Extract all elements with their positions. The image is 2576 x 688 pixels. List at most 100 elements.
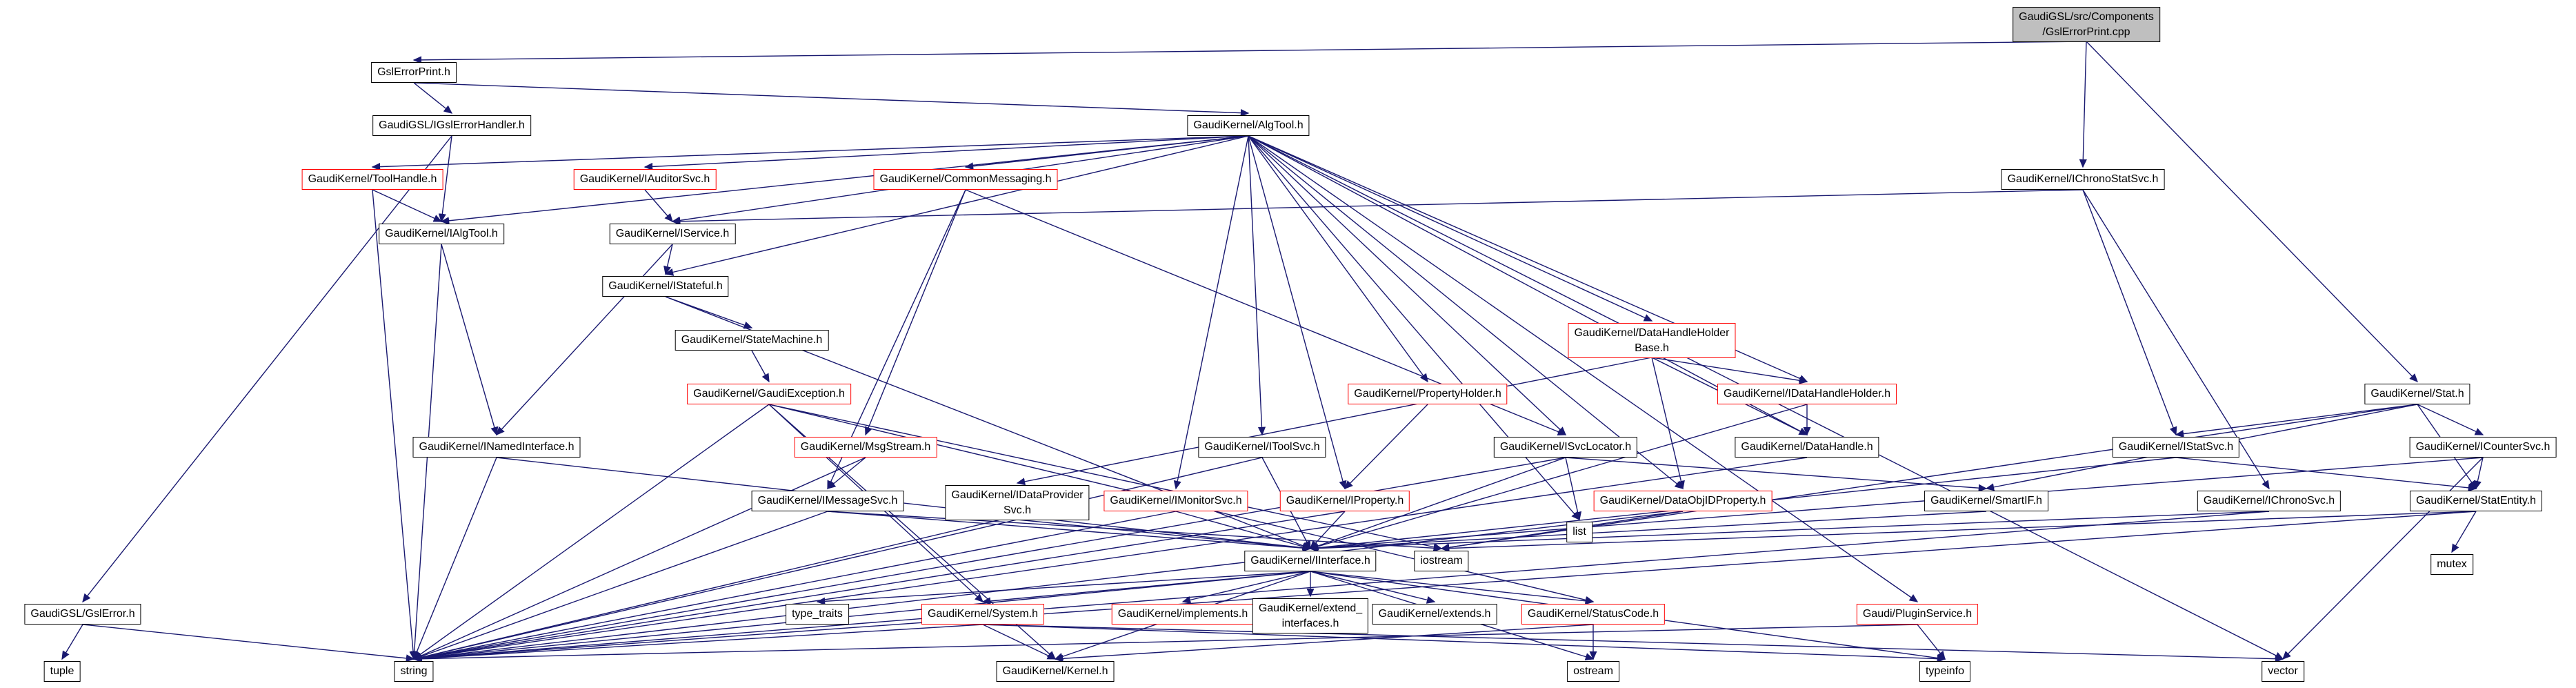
include-edge-cpp-ichronostatsvc [2079, 41, 2087, 168]
graph-node-iinterface[interactable]: GaudiKernel/IInterface.h [1244, 551, 1377, 571]
graph-node-vector[interactable]: vector [2262, 661, 2304, 682]
include-edge-toolhandle-ialgtool [372, 189, 443, 222]
include-edge-isvclocator-smartif [1565, 457, 1988, 492]
graph-node-iproperty[interactable]: GaudiKernel/IProperty.h [1279, 491, 1410, 511]
include-edge-datahandle-string [412, 457, 1808, 662]
graph-node-igslerrorhandler[interactable]: GaudiGSL/IGslErrorHandler.h [372, 115, 531, 136]
include-edge-cpp-stat [2086, 41, 2418, 383]
include-edge-system-string [412, 624, 984, 662]
include-edge-stat-icountersvc [2417, 404, 2484, 435]
include-edge-imonitorsvc-string [412, 511, 1177, 662]
graph-node-ostream[interactable]: ostream [1567, 661, 1619, 682]
graph-node-kernel[interactable]: GaudiKernel/Kernel.h [996, 661, 1115, 682]
graph-node-extends[interactable]: GaudiKernel/extends.h [1372, 604, 1497, 625]
graph-node-datahandleholderbase[interactable]: GaudiKernel/DataHandleHolder Base.h [1568, 323, 1736, 359]
graph-node-inamedinterface[interactable]: GaudiKernel/INamedInterface.h [412, 437, 581, 458]
graph-node-type_traits[interactable]: type_traits [786, 604, 849, 625]
include-edge-inamedinterface-string [413, 457, 497, 660]
include-edge-gaudiexception-iostream [768, 404, 1443, 551]
graph-node-mutex[interactable]: mutex [2430, 554, 2473, 575]
graph-node-algtool[interactable]: GaudiKernel/AlgTool.h [1187, 115, 1310, 136]
include-edge-algtool-toolhandle [371, 135, 1249, 171]
graph-node-msgstream[interactable]: GaudiKernel/MsgStream.h [794, 437, 937, 458]
graph-node-ialgtool[interactable]: GaudiKernel/IAlgTool.h [379, 224, 504, 244]
graph-node-icountersvc[interactable]: GaudiKernel/ICounterSvc.h [2409, 437, 2557, 458]
graph-node-imonitorsvc[interactable]: GaudiKernel/IMonitorSvc.h [1104, 491, 1248, 511]
include-edge-algtool-itoolsvc [1248, 135, 1266, 436]
graph-node-gslerror[interactable]: GaudiGSL/GslError.h [24, 604, 141, 625]
include-edge-statemachine-gaudiexception [751, 350, 770, 383]
include-edge-datahandleholderbase-idatahandleholder [1651, 357, 1808, 384]
include-edge-msgstream-string [412, 457, 866, 660]
include-edge-gslerror-string [82, 624, 415, 662]
include-edge-ichronostatsvc-iservice [671, 189, 2084, 226]
include-edge-algtool-list [1248, 135, 1580, 521]
include-edge-ichronosvc-iinterface [1309, 511, 2270, 553]
include-edge-ichronostatsvc-istatsvc [2082, 189, 2177, 436]
graph-node-istatsvc[interactable]: GaudiKernel/IStatSvc.h [2112, 437, 2240, 458]
graph-node-ichronosvc[interactable]: GaudiKernel/IChronoSvc.h [2197, 491, 2342, 511]
graph-node-list[interactable]: list [1566, 522, 1592, 542]
include-edge-istatsvc-statentity [2175, 457, 2477, 492]
include-edge-system-vector [982, 624, 2284, 663]
graph-node-stat[interactable]: GaudiKernel/Stat.h [2364, 384, 2470, 404]
graph-node-tuple[interactable]: tuple [43, 661, 81, 682]
graph-node-idatahandleholder[interactable]: GaudiKernel/IDataHandleHolder.h [1717, 384, 1897, 404]
include-edge-dataobjidproperty-iostream [1440, 511, 1684, 551]
include-edge-toolhandle-string [372, 189, 417, 660]
graph-node-smartif[interactable]: GaudiKernel/SmartIF.h [1924, 491, 2048, 511]
graph-node-iostream[interactable]: iostream [1414, 551, 1469, 571]
include-edge-dataobjidproperty-string [412, 511, 1684, 662]
graph-node-isvclocator[interactable]: GaudiKernel/ISvcLocator.h [1493, 437, 1638, 458]
graph-node-system[interactable]: GaudiKernel/System.h [921, 604, 1045, 625]
include-edge-datahandleholderbase-idataprovidersvc [1016, 357, 1653, 486]
include-edge-ialgtool-inamedinterface [441, 244, 499, 436]
graph-node-iauditorsvc[interactable]: GaudiKernel/IAuditorSvc.h [573, 169, 717, 190]
graph-node-statemachine[interactable]: GaudiKernel/StateMachine.h [675, 330, 829, 351]
graph-node-datahandle[interactable]: GaudiKernel/DataHandle.h [1735, 437, 1879, 458]
graph-node-statentity[interactable]: GaudiKernel/StatEntity.h [2409, 491, 2543, 511]
graph-node-gaudiexception[interactable]: GaudiKernel/GaudiException.h [687, 384, 851, 404]
graph-node-toolhandle[interactable]: GaudiKernel/ToolHandle.h [301, 169, 443, 190]
include-edge-algtool-iproperty [1248, 135, 1347, 490]
include-edge-algtool-propertyholder [1248, 135, 1428, 383]
graph-node-dataobjidproperty[interactable]: GaudiKernel/DataObjIDProperty.h [1593, 491, 1773, 511]
include-edge-iservice-inamedinterface [496, 244, 673, 436]
include-edge-cpp-gslerrorprint_h [412, 41, 2087, 64]
include-edge-smartif-iinterface [1309, 511, 1987, 552]
graph-node-implements[interactable]: GaudiKernel/implements.h [1111, 604, 1255, 625]
include-edge-igslerrorhandler-gslerror [82, 135, 452, 603]
include-edge-iauditorsvc-iservice [644, 189, 673, 223]
include-edge-stat-istatsvc [2175, 404, 2418, 438]
include-edge-algtool-istateful [664, 135, 1249, 276]
include-edge-pluginservice-string [412, 624, 1918, 663]
graph-node-statuscode[interactable]: GaudiKernel/StatusCode.h [1521, 604, 1666, 625]
graph-node-itoolsvc[interactable]: GaudiKernel/IToolSvc.h [1198, 437, 1326, 458]
include-edge-iproperty-iinterface [1310, 511, 1346, 550]
include-edge-iservice-istateful [663, 244, 673, 275]
include-edge-statentity-mutex [2451, 511, 2477, 553]
include-edge-statentity-string [412, 511, 2477, 662]
graph-node-extend_interfaces[interactable]: GaudiKernel/extend_ interfaces.h [1252, 598, 1369, 634]
graph-node-commonmessaging[interactable]: GaudiKernel/CommonMessaging.h [873, 169, 1058, 190]
graph-node-imessagesvc[interactable]: GaudiKernel/IMessageSvc.h [751, 491, 904, 511]
include-edge-ichronosvc-string [412, 511, 2270, 662]
graph-node-idataprovidersvc[interactable]: GaudiKernel/IDataProvider Svc.h [945, 485, 1090, 521]
include-edge-iinterface-type_traits [816, 571, 1311, 605]
include-edge-idataprovidersvc-string [412, 519, 1018, 661]
graph-node-istateful[interactable]: GaudiKernel/IStateful.h [602, 276, 729, 297]
graph-node-ichronostatsvc[interactable]: GaudiKernel/IChronoStatSvc.h [2001, 169, 2165, 190]
graph-node-pluginservice[interactable]: Gaudi/PluginService.h [1856, 604, 1979, 625]
graph-node-iservice[interactable]: GaudiKernel/IService.h [609, 224, 736, 244]
include-edge-gslerrorprint_h-algtool [413, 82, 1250, 117]
include-edge-statentity-iostream [1440, 511, 2477, 553]
graph-node-propertyholder[interactable]: GaudiKernel/PropertyHolder.h [1348, 384, 1508, 404]
include-edge-icountersvc-statentity [2473, 457, 2484, 490]
graph-node-string[interactable]: string [394, 661, 434, 682]
include-edge-algtool-imonitorsvc [1173, 135, 1249, 490]
graph-node-typeinfo[interactable]: typeinfo [1919, 661, 1971, 682]
include-edge-istateful-statemachine [665, 296, 753, 329]
include-edge-imessagesvc-string [412, 511, 828, 660]
graph-node-gslerrorprint_h[interactable]: GslErrorPrint.h [371, 62, 457, 83]
